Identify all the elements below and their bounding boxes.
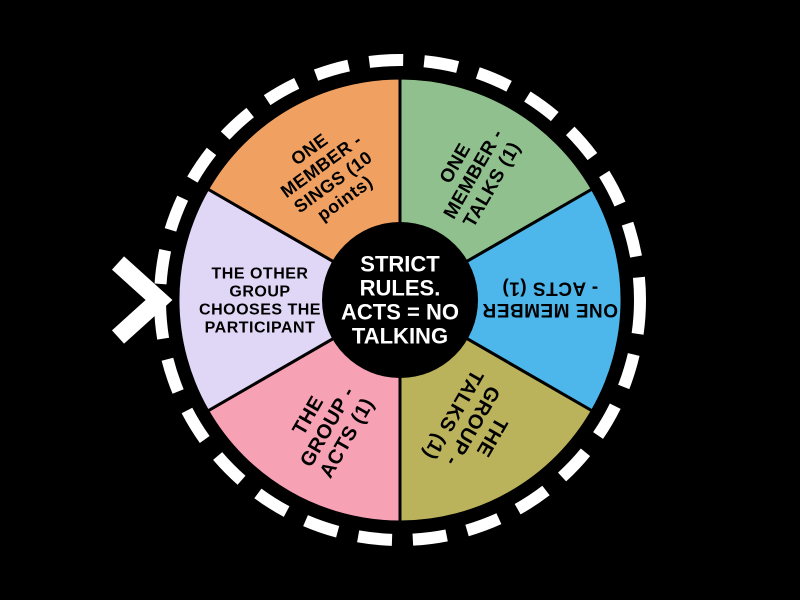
wheel-pointer-icon (111, 256, 173, 344)
wheel-segment-5[interactable] (176, 186, 404, 414)
wheel-segment-label-2: ONE MEMBER- ACTS (1) (482, 278, 618, 320)
wheel-segment-2[interactable] (396, 186, 624, 414)
wheel-center-circle (322, 222, 478, 378)
wheel-dashed-border (154, 54, 646, 546)
wheel-segment-label-6: ONEMEMBER -SINGS (10points) (265, 113, 389, 234)
